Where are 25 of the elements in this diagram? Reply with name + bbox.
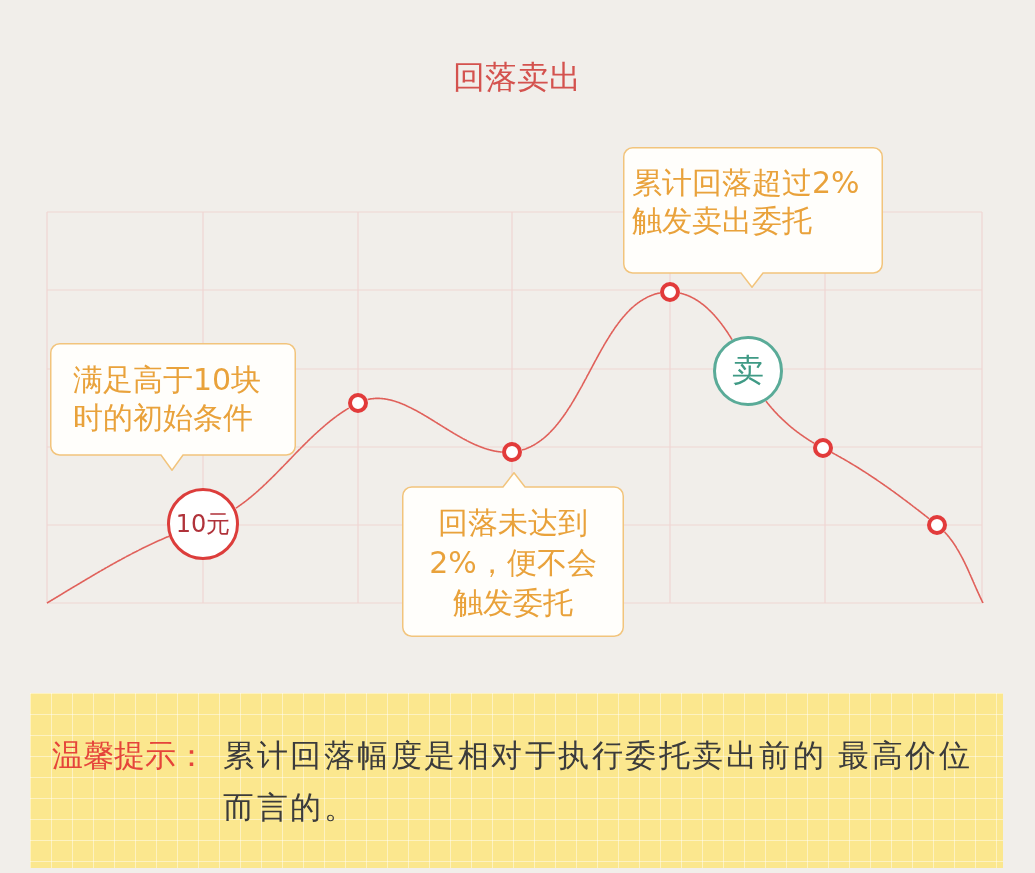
speech-bubble	[402, 472, 624, 637]
marker-label: 10元	[175, 510, 231, 538]
speech-bubble	[50, 343, 296, 471]
point-marker	[927, 515, 947, 535]
price-curve	[366, 397, 503, 453]
price-curve	[943, 531, 984, 604]
note-panel	[30, 693, 1003, 868]
price-curve	[679, 292, 733, 341]
price-curve	[235, 407, 350, 509]
marker-label: 卖	[732, 353, 764, 389]
point-marker	[348, 393, 368, 413]
note-heading: 温馨提示：	[52, 736, 207, 775]
point-marker	[813, 438, 833, 458]
callout-text: 回落未达到2%，便不会触发委托	[428, 504, 598, 622]
price-curve	[831, 451, 930, 520]
price-curve	[46, 535, 170, 604]
speech-bubble	[623, 147, 883, 288]
point-marker	[660, 282, 680, 302]
callout-text: 累计回落超过2%触发卖出委托	[632, 164, 861, 240]
point-marker	[502, 442, 522, 462]
callout-text: 满足高于10块时的初始条件	[73, 361, 263, 437]
price-curve	[521, 292, 661, 451]
note-text: 累计回落幅度是相对于执行委托卖出前的 最高价位而言的。	[223, 736, 974, 827]
diagram-title: 回落卖出	[453, 57, 581, 97]
price-curve	[765, 400, 815, 444]
